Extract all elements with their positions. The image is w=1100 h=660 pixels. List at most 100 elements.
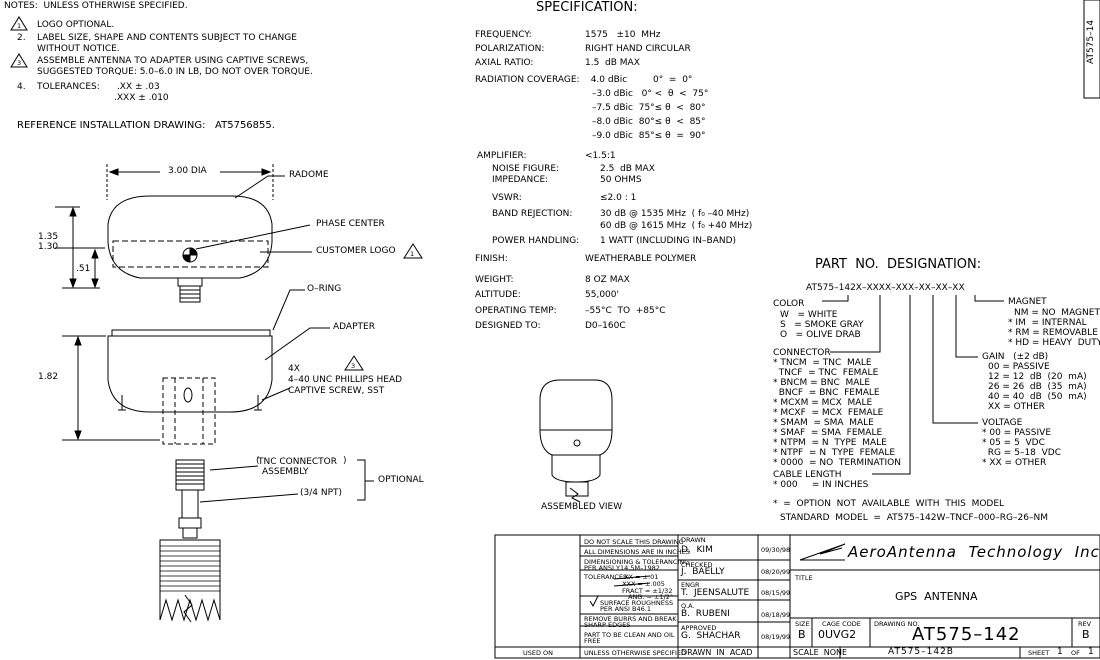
label-customer-logo: CUSTOMER LOGO [316,246,396,256]
note-2-number: 2. [17,33,26,43]
tb-drawing-no-header: DRAWING NO. [874,620,920,628]
title-block-frame [494,534,1100,659]
tb-burrs-2: SHARP EDGES [584,621,631,629]
customer-logo-triangle-label: 1 [410,250,415,258]
note-3-line-2: SUGGESTED TORQUE: 5.0–6.0 IN LB, DO NOT … [37,67,313,77]
tb-drawn-name: D. KIM [681,545,713,555]
pn-connector-item: * NTPF = N TYPE FEMALE [773,448,896,458]
tb-engr-date: 08/15/99 [761,589,791,597]
tb-company: AeroAntenna Technology Inc [848,543,1100,561]
spec-coverage-row: –8.0 dBic 80°≤ θ < 85° [592,117,706,127]
label-o-ring: O–RING [307,284,342,294]
pn-connector-item: * BNCM = BNC MALE [773,378,871,388]
customer-logo-triangle-icon [403,243,423,259]
tb-do-not-scale: DO NOT SCALE THIS DRAWING [584,538,684,546]
spec-impedance-value: 50 OHMS [600,175,642,185]
spec-power-value: 1 WATT (INCLUDING IN–BAND) [600,236,737,246]
tb-tol-xxx: .XXX = ±.005 [620,580,665,588]
spec-coverage-value: 4.0 dBic 0° = 0° [585,75,693,85]
dim-1-30: 1.30 [38,242,59,252]
note-triangle-3-label: 3 [17,59,22,67]
label-phase-center: PHASE CENTER [316,219,385,229]
pn-gain-header: GAIN (±2 dB) [982,352,1049,362]
pn-connector-item: * SMAM = SMA MALE [773,418,874,428]
tb-tol-fract: FRACT = ±1/32 [622,587,673,595]
spec-frequency-label: FREQUENCY: [475,30,532,40]
spec-designed-value: D0–160C [585,321,626,331]
label-adapter: ADAPTER [333,322,375,332]
spec-finish-label: FINISH: [475,254,508,264]
tb-sheet-total: 1 [1088,647,1094,657]
pn-title: PART NO. DESIGNATION: [815,257,982,272]
tb-dimtol-2: PER ANSI Y14.5M–1982 [584,564,660,572]
spec-weight-value: 8 OZ MAX [585,275,630,285]
pn-voltage-item: * XX = OTHER [982,458,1047,468]
spec-band-value-2: 60 dB @ 1615 MHz ( f₀ +40 MHz) [600,221,753,231]
pn-connector-item: * NTPM = N TYPE MALE [773,438,887,448]
pn-gain-item: 40 = 40 dB (50 mA) [988,392,1087,402]
note-2-line-1: LABEL SIZE, SHAPE AND CONTENTS SUBJECT T… [37,33,297,43]
tnc-paren: ( [256,456,260,466]
pn-connector-item: TNCF = TNC FEMALE [773,368,879,378]
tb-dimtol-1: DIMENSIONING & TOLERANCING [584,558,690,566]
pn-cable-item: * 000 = IN INCHES [773,480,869,490]
tb-approved-name: G. SHACHAR [681,631,741,641]
assembled-view-shape [539,379,613,503]
tb-qa-header: Q.A. [681,602,695,610]
tb-tol-ang: ANG. = ±1/2° [628,593,674,601]
spec-impedance-label: IMPEDANCE: [492,175,549,185]
screw-note-triangle-icon [344,355,364,371]
phase-center-icon [182,247,198,263]
tb-clean-2: FREE [584,637,601,645]
note-4-line-1: TOLERANCES: .XX ± .03 [37,82,160,92]
tb-file-name: AT575–142B [888,647,954,657]
part-number-leaders [822,295,1004,475]
spec-coverage-row: –9.0 dBic 85°≤ θ = 90° [592,131,706,141]
tb-dimensions: ALL DIMENSIONS ARE IN INCHES [584,548,690,556]
tb-tol-xx: .XX = ±.01 [622,573,659,581]
pn-connector-header: CONNECTOR [773,348,831,358]
tb-unless: UNLESS OTHERWISE SPECIFIED [584,649,687,657]
spec-polarization-value: RIGHT HAND CIRCULAR [585,44,691,54]
label-screw-qty: 4X [288,364,300,374]
spec-designed-label: DESIGNED TO: [475,321,541,331]
spec-coverage-row: –7.5 dBic 75°≤ θ < 80° [592,103,706,113]
spec-amplifier-label: AMPLIFIER: [477,151,527,161]
tb-cage: 0UVG2 [818,628,857,641]
pn-gain-item: XX = OTHER [988,402,1045,412]
tb-drawing-no: AT575–142 [912,624,1021,645]
pn-code: AT575–142X–XXXX–XXX–XX–XX–XX [806,283,965,293]
pn-note-2: STANDARD MODEL = AT575–142W–TNCF–000–RG–… [780,513,1048,523]
spec-coverage-row: –3.0 dBic 0° < θ < 75° [592,89,709,99]
spec-vswr-label: VSWR: [492,193,522,203]
tb-rev: B [1082,628,1090,641]
pn-color-header: COLOR [773,299,805,309]
reference-drawing: REFERENCE INSTALLATION DRAWING: AT575685… [17,120,275,131]
tb-approved-date: 08/19/99 [761,633,791,641]
tb-sheet-number: 1 [1057,647,1063,657]
label-npt: (3/4 NPT) [300,488,343,498]
dim-0-51: .51 [76,264,91,274]
pn-cable-header: CABLE LENGTH [773,470,842,480]
spec-coverage-label: RADIATION COVERAGE: [475,75,580,85]
note-3-line-1: ASSEMBLE ANTENNA TO ADAPTER USING CAPTIV… [37,56,309,66]
pn-voltage-item: * 00 = PASSIVE [982,428,1052,438]
pn-note-1: * = OPTION NOT AVAILABLE WITH THIS MODEL [773,499,1005,509]
tb-checked-name: J. BAELLY [681,567,725,577]
pn-voltage-item: RG = 5–18 VDC [982,448,1061,458]
tb-sheet-of: OF [1071,649,1080,657]
pn-magnet-item: * HD = HEAVY DUTY [1008,338,1100,348]
tb-surface-1: SURFACE ROUGHNESS [600,599,674,607]
label-assembled-view: ASSEMBLED VIEW [541,502,623,512]
spec-temp-label: OPERATING TEMP: [475,306,557,316]
spec-frequency-value: 1575 ±10 MHz [585,30,661,40]
radome-shape [107,195,273,279]
pn-gain-item: 26 = 26 dB (35 mA) [988,382,1087,392]
pn-connector-item: BNCF = BNC FEMALE [773,388,880,398]
notes-header: NOTES: UNLESS OTHERWISE SPECIFIED. [4,1,188,11]
spec-altitude-value: 55,000' [585,290,619,300]
label-tnc-line-2: ASSEMBLY [262,467,309,477]
spec-amplifier-value: <1.5:1 [585,151,616,161]
pn-connector-item: * TNCM = TNC MALE [773,358,872,368]
tb-used-on: USED ON [523,649,554,657]
